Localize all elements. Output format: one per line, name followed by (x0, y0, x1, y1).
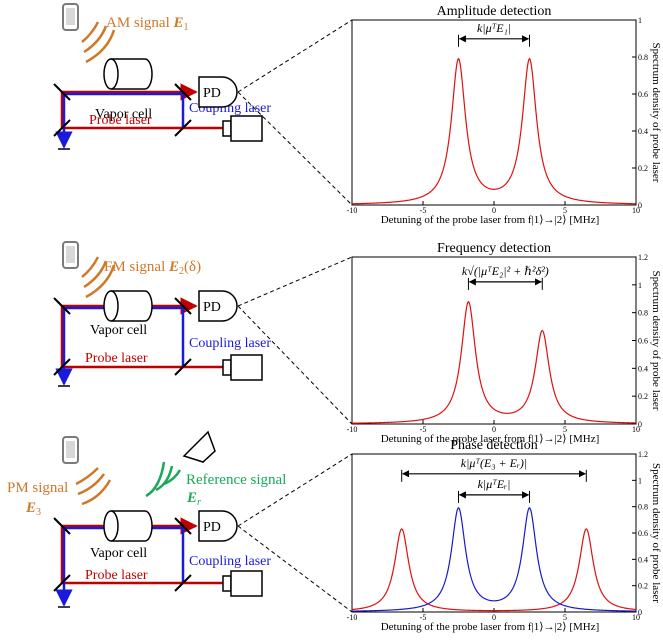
x-tick-label: -10 (347, 206, 358, 215)
x-tick-label: -10 (347, 425, 358, 434)
setup-panel-1: AM signal E1 Vapor cell Coupling laser P… (53, 3, 271, 150)
y-tick-label: 0.8 (638, 309, 648, 318)
reference-symbol: Er (186, 490, 201, 508)
svg-text:PD: PD (203, 300, 221, 315)
chart-title: Frequency detection (437, 241, 551, 256)
x-tick-label: 0 (492, 206, 496, 215)
vapor-cell-icon (103, 510, 153, 542)
vapor-cell-icon (103, 290, 153, 322)
svg-text:PD: PD (203, 520, 221, 535)
mirror-icons (53, 297, 192, 376)
reference-label: Reference signal (186, 472, 286, 488)
reference-waves-icon (145, 461, 182, 498)
annotation-label: k|μᵀEᵣ| (478, 477, 511, 491)
svg-text:PD: PD (203, 86, 221, 101)
setup-panel-3: PM signal E3 Reference signal Er (7, 430, 286, 608)
x-tick-label: 10 (632, 425, 640, 434)
signal-waves-icon (81, 256, 116, 299)
x-tick-label: 0 (492, 425, 496, 434)
smartphone-icon (62, 3, 79, 31)
signal-label: FM signal E2(δ) (104, 259, 201, 277)
series-line-red (351, 300, 637, 424)
laser-source-icon (222, 354, 263, 381)
x-axis-label: Detuning of the probe laser from f|1⟩→|2… (381, 433, 600, 445)
y-tick-label: 1 (638, 16, 642, 25)
smartphone-icon (62, 436, 79, 464)
y-axis-label: Spectrum density of probe laser (650, 271, 662, 411)
laser-source-icon (222, 115, 263, 142)
y-tick-label: 0.8 (638, 53, 648, 62)
y-tick-label: 0.2 (638, 582, 648, 591)
y-tick-label: 1.2 (638, 253, 648, 262)
y-tick-label: 0.2 (638, 392, 648, 401)
series-line-red (351, 528, 637, 612)
x-tick-label: -10 (347, 613, 358, 622)
signal-waves-icon (81, 21, 116, 64)
x-tick-label: -5 (420, 613, 427, 622)
chart-title: Amplitude detection (437, 4, 552, 19)
x-tick-label: -5 (420, 206, 427, 215)
x-tick-label: 5 (563, 206, 567, 215)
y-tick-label: 0 (638, 608, 642, 617)
probe-laser-label: Probe laser (89, 113, 152, 128)
y-tick-label: 0 (638, 420, 642, 429)
x-tick-label: 0 (492, 613, 496, 622)
vapor-cell-label: Vapor cell (90, 323, 147, 338)
x-tick-label: 5 (563, 613, 567, 622)
x-tick-label: 10 (632, 613, 640, 622)
x-axis-label: Detuning of the probe laser from f|1⟩→|2… (381, 214, 600, 226)
y-tick-label: 1 (638, 281, 642, 290)
probe-laser-label: Probe laser (85, 351, 148, 366)
x-tick-label: 5 (563, 425, 567, 434)
y-tick-label: 0.4 (638, 555, 648, 564)
y-tick-label: 0.6 (638, 529, 648, 538)
coupling-laser-label: Coupling laser (189, 554, 271, 569)
smartphone-icon (62, 241, 79, 269)
photodetector-icon: PD (198, 510, 238, 542)
y-tick-label: 0 (638, 201, 642, 210)
y-tick-label: 0.4 (638, 127, 648, 136)
coupling-laser-label: Coupling laser (189, 336, 271, 351)
signal-label: PM signal (7, 480, 68, 496)
y-axis-label: Spectrum density of probe laser (650, 43, 662, 183)
photodetector-icon: PD (198, 290, 238, 322)
y-tick-label: 0.6 (638, 90, 648, 99)
x-tick-label: -5 (420, 425, 427, 434)
annotation-label: k√(|μᵀE₂|² + ℏ²δ²) (462, 264, 549, 278)
zoom-connectors (237, 19, 353, 613)
chart-title: Phase detection (450, 438, 537, 453)
photodetector-icon: PD (198, 76, 238, 108)
y-tick-label: 1 (638, 476, 642, 485)
horn-antenna-icon (182, 430, 216, 464)
y-axis-label: Spectrum density of probe laser (650, 463, 662, 603)
signal-symbol: E3 (25, 500, 41, 518)
mirror-icons (53, 517, 192, 592)
plot-frame (351, 19, 637, 206)
y-tick-label: 0.6 (638, 337, 648, 346)
x-axis-label: Detuning of the probe laser from f|1⟩→|2… (381, 621, 600, 633)
y-tick-label: 0.2 (638, 164, 648, 173)
annotation-label: k|μᵀ(E₃ + Eᵣ)| (461, 456, 527, 470)
laser-source-icon (222, 570, 263, 597)
series-line-blue (351, 506, 637, 612)
x-tick-label: 10 (632, 206, 640, 215)
signal-waves-icon (75, 467, 112, 506)
setup-panel-2: FM signal E2(δ) Vapor cell Coupling lase… (53, 241, 271, 387)
y-tick-label: 1.2 (638, 450, 648, 459)
vapor-cell-label: Vapor cell (95, 107, 152, 122)
y-tick-label: 0.4 (638, 364, 648, 373)
annotation-label: k|μᵀE₁| (477, 21, 511, 35)
mirror-icons (53, 83, 192, 137)
vapor-cell-label: Vapor cell (90, 546, 147, 561)
y-tick-label: 0.8 (638, 503, 648, 512)
series-line-red (351, 57, 637, 205)
probe-laser-label: Probe laser (85, 568, 148, 583)
vapor-cell-icon (103, 58, 153, 90)
signal-label: AM signal E1 (106, 15, 189, 33)
